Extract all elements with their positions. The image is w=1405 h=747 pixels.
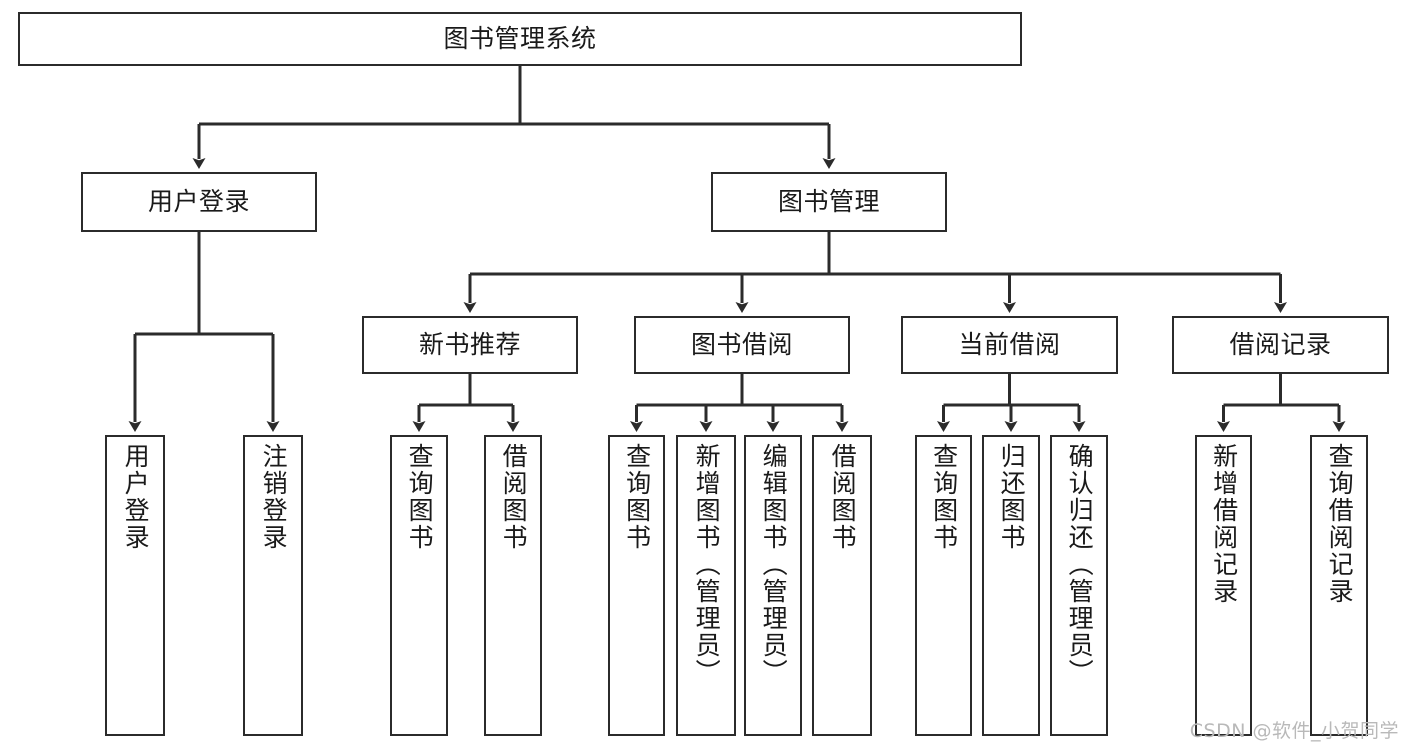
node-label: 确认归还（管理员）	[1065, 443, 1095, 686]
node-leaf-return-book[interactable]: 归还图书	[982, 435, 1040, 736]
node-user-login[interactable]: 用户登录	[81, 172, 317, 232]
node-label: 图书借阅	[690, 330, 793, 360]
node-leaf-query-book-3[interactable]: 查询图书	[915, 435, 972, 736]
node-borrow-record[interactable]: 借阅记录	[1172, 316, 1389, 374]
node-current-borrow[interactable]: 当前借阅	[901, 316, 1118, 374]
node-leaf-edit-book[interactable]: 编辑图书（管理员）	[744, 435, 802, 736]
node-label: 查询图书	[622, 443, 652, 551]
node-label: 查询图书	[929, 443, 959, 551]
node-label: 归还图书	[997, 443, 1027, 551]
node-book-borrow[interactable]: 图书借阅	[634, 316, 850, 374]
node-label: 编辑图书（管理员）	[759, 443, 789, 686]
node-new-book-rec[interactable]: 新书推荐	[362, 316, 578, 374]
node-book-manage[interactable]: 图书管理	[711, 172, 947, 232]
node-leaf-user-login[interactable]: 用户登录	[105, 435, 165, 736]
node-label: 借阅图书	[828, 443, 858, 551]
node-leaf-add-book[interactable]: 新增图书（管理员）	[676, 435, 736, 736]
node-label: 新书推荐	[418, 330, 521, 360]
node-leaf-query-record[interactable]: 查询借阅记录	[1310, 435, 1368, 736]
node-root[interactable]: 图书管理系统	[18, 12, 1022, 66]
node-leaf-borrow-book-2[interactable]: 借阅图书	[812, 435, 872, 736]
node-leaf-user-logout[interactable]: 注销登录	[243, 435, 303, 736]
node-label: 查询图书	[405, 443, 435, 551]
node-leaf-add-record[interactable]: 新增借阅记录	[1195, 435, 1252, 736]
node-leaf-borrow-book-1[interactable]: 借阅图书	[484, 435, 542, 736]
node-label: 图书管理系统	[443, 24, 597, 54]
node-label: 用户登录	[121, 443, 151, 551]
node-leaf-confirm-ret[interactable]: 确认归还（管理员）	[1050, 435, 1108, 736]
node-label: 借阅图书	[499, 443, 529, 551]
node-label: 当前借阅	[958, 330, 1061, 360]
node-label: 用户登录	[147, 187, 250, 217]
node-leaf-query-book-2[interactable]: 查询图书	[608, 435, 665, 736]
node-label: 新增图书（管理员）	[692, 443, 722, 686]
watermark-text: CSDN @软件_小贺同学	[1189, 720, 1399, 742]
node-label: 新增借阅记录	[1209, 443, 1239, 605]
node-leaf-query-book-1[interactable]: 查询图书	[390, 435, 448, 736]
node-label: 借阅记录	[1229, 330, 1332, 360]
node-label: 注销登录	[259, 443, 289, 551]
node-label: 图书管理	[777, 187, 880, 217]
node-label: 查询借阅记录	[1325, 443, 1355, 605]
